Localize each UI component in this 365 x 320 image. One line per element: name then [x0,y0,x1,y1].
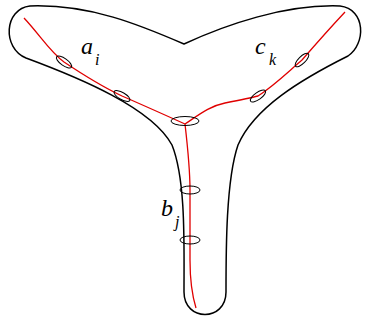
curve-label: b [160,196,174,220]
curve-label: a [80,34,94,58]
cuff [180,236,200,244]
edge-a [24,18,185,124]
surface-outline [9,6,360,315]
cuff-curves [55,51,311,244]
curve-label: c [254,34,267,58]
cuff [55,54,74,70]
cuff [112,88,131,103]
subscript-index: j [174,214,180,230]
subscript-index: k [268,52,277,68]
red-graph [24,12,345,308]
cuff [171,117,199,126]
edge-b [185,124,196,308]
cuff [249,88,268,104]
cuff [180,186,200,194]
cuff [293,51,311,69]
subscript-index: i [94,52,100,68]
edge-c [185,12,345,124]
